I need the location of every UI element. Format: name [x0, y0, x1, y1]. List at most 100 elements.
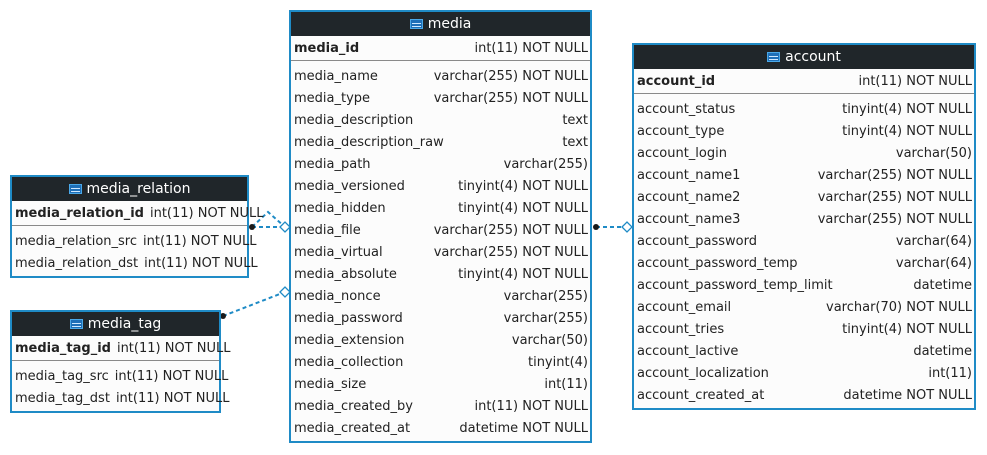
column-type: varchar(255) NOT NULL: [817, 211, 972, 227]
column-name: account_login: [637, 145, 727, 161]
column-type: varchar(255) NOT NULL: [433, 90, 588, 106]
media-tag-table-header[interactable]: media_tag: [12, 312, 219, 336]
column-name: account_type: [637, 123, 725, 139]
link-tag-media: [222, 291, 286, 317]
pk-type: int(11) NOT NULL: [149, 205, 264, 221]
column-type: datetime NOT NULL: [459, 420, 588, 436]
column-name: account_password_temp_limit: [637, 277, 833, 293]
media-tag-table-title: media_tag: [87, 316, 162, 332]
column-row[interactable]: media_relation_dst int(11) NOT NULL: [12, 252, 258, 274]
table-icon: [409, 19, 423, 29]
pk-type: int(11) NOT NULL: [116, 340, 231, 356]
account-table-header[interactable]: account: [634, 45, 974, 69]
column-type: varchar(255) NOT NULL: [817, 167, 972, 183]
media-relation-table[interactable]: media_relation media_relation_id int(11)…: [10, 175, 264, 278]
column-type: int(11): [544, 376, 588, 392]
media-tag-pk-row[interactable]: media_tag_id int(11) NOT NULL: [12, 336, 230, 361]
column-type: varchar(255) NOT NULL: [433, 68, 588, 84]
column-name: media_relation_dst: [15, 255, 139, 271]
link-relation-dst-media: [251, 210, 286, 228]
column-name: media_description_raw: [294, 134, 444, 150]
column-name: media_virtual: [294, 244, 383, 260]
column-type: datetime: [913, 277, 972, 293]
column-type: varchar(70) NOT NULL: [826, 299, 972, 315]
column-type: varchar(64): [895, 255, 972, 271]
pk-name: media_relation_id: [15, 205, 144, 221]
media-table-title: media: [427, 16, 472, 32]
media-relation-pk-row[interactable]: media_relation_id int(11) NOT NULL: [12, 201, 264, 226]
column-type: tinyint(4): [527, 354, 588, 370]
column-name: account_created_at: [637, 387, 765, 403]
media-table-header[interactable]: media: [291, 12, 590, 36]
media-relation-table-title: media_relation: [86, 181, 191, 197]
column-row[interactable]: media_virtual varchar(255) NOT NULL: [291, 241, 590, 263]
column-row[interactable]: media_absolute tinyint(4) NOT NULL: [291, 263, 590, 285]
column-name: account_password: [637, 233, 758, 249]
column-row[interactable]: media_file varchar(255) NOT NULL: [291, 219, 590, 241]
column-type: tinyint(4) NOT NULL: [458, 266, 588, 282]
column-name: account_name1: [637, 167, 741, 183]
column-row[interactable]: account_lactive datetime: [634, 340, 974, 362]
column-row[interactable]: account_password_temp_limit datetime: [634, 274, 974, 296]
column-type: tinyint(4) NOT NULL: [842, 101, 972, 117]
column-type: varchar(255) NOT NULL: [817, 189, 972, 205]
column-name: media_file: [294, 222, 361, 238]
link-tag-one-end: [220, 313, 226, 319]
column-name: account_lactive: [637, 343, 739, 359]
media-relation-table-header[interactable]: media_relation: [12, 177, 247, 201]
column-type: varchar(255) NOT NULL: [433, 244, 588, 260]
column-type: text: [562, 134, 588, 150]
column-row[interactable]: account_created_at datetime NOT NULL: [634, 384, 974, 406]
column-name: account_tries: [637, 321, 725, 337]
column-row[interactable]: account_name1 varchar(255) NOT NULL: [634, 164, 974, 186]
column-row[interactable]: media_collection tinyint(4): [291, 351, 590, 373]
column-name: media_password: [294, 310, 403, 326]
column-name: media_hidden: [294, 200, 386, 216]
column-type: int(11) NOT NULL: [144, 255, 258, 271]
account-table[interactable]: account account_id int(11) NOT NULL acco…: [632, 43, 976, 410]
media-table[interactable]: media media_id int(11) NOT NULL media_na…: [289, 10, 592, 443]
column-type: int(11) NOT NULL: [474, 398, 588, 414]
column-type: varchar(255) NOT NULL: [433, 222, 588, 238]
column-name: media_absolute: [294, 266, 397, 282]
pk-name: media_id: [294, 40, 360, 56]
column-name: media_collection: [294, 354, 404, 370]
column-row[interactable]: media_description_raw text: [291, 131, 590, 153]
media-pk-row[interactable]: media_id int(11) NOT NULL: [291, 36, 590, 61]
column-type: datetime: [913, 343, 972, 359]
media-tag-table[interactable]: media_tag media_tag_id int(11) NOT NULL …: [10, 310, 230, 413]
link-relation-one-end: [249, 224, 255, 230]
column-name: media_path: [294, 156, 371, 172]
column-name: media_tag_src: [15, 368, 109, 384]
account-table-title: account: [785, 49, 841, 65]
account-pk-row[interactable]: account_id int(11) NOT NULL: [634, 69, 974, 94]
column-type: datetime NOT NULL: [843, 387, 972, 403]
